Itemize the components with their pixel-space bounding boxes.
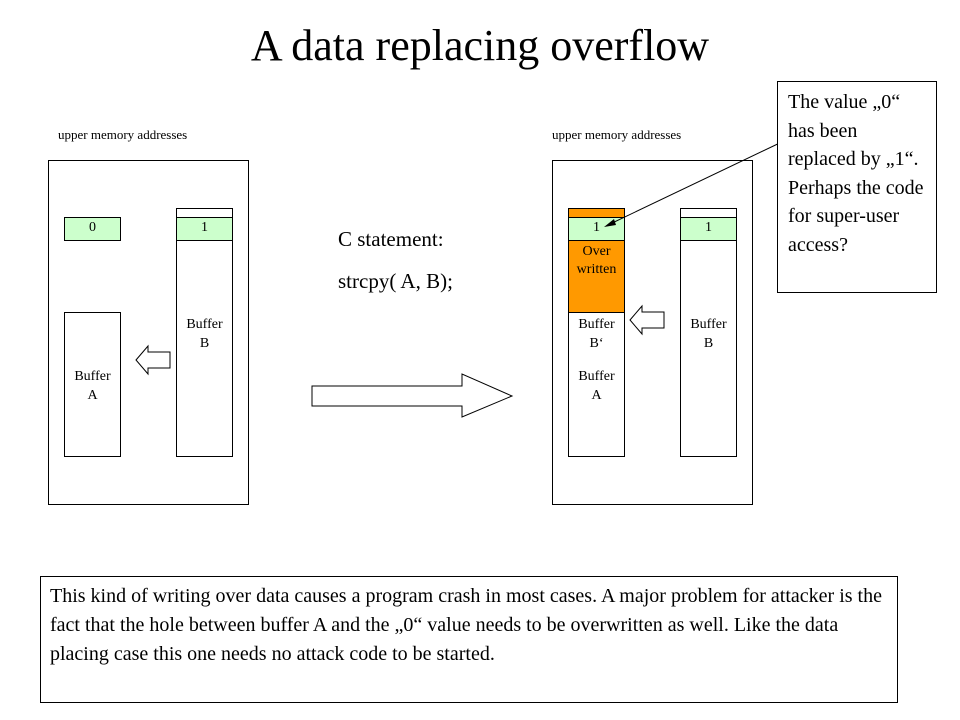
right-buffer-b-prime-label: Buffer B‘ [578,317,615,351]
transition-arrow-icon [311,373,514,418]
left-value-b-cell: 1 [176,217,233,241]
statement-heading: C statement: [338,227,444,251]
explanation-note: This kind of writing over data causes a … [40,576,898,703]
callout-pointer-line [607,139,787,226]
right-buffer-b-label: Buffer B [690,317,727,351]
overwritten-label: Over written [576,244,617,277]
right-value-b-cell: 1 [680,217,737,241]
left-buffer-b [176,208,233,457]
left-copy-arrow-icon [135,344,171,376]
left-memory-label: upper memory addresses [58,127,188,142]
right-buffer-a-label: Buffer A [578,369,615,403]
right-copy-arrow-icon [629,304,665,336]
right-memory-label: upper memory addresses [552,127,682,142]
statement-code: strcpy( A, B); [338,269,453,293]
callout-pointer-arrowhead-icon [604,219,616,227]
left-buffer-a-label: Buffer A [74,369,111,403]
right-buffer-b [680,208,737,457]
slide-title: A data replacing overflow [250,21,710,70]
left-buffer-a [64,312,121,457]
left-value-a-cell: 0 [64,217,121,241]
callout-box: The value „0“ has been replaced by „1“. … [777,81,937,293]
left-buffer-b-label: Buffer B [186,317,223,351]
